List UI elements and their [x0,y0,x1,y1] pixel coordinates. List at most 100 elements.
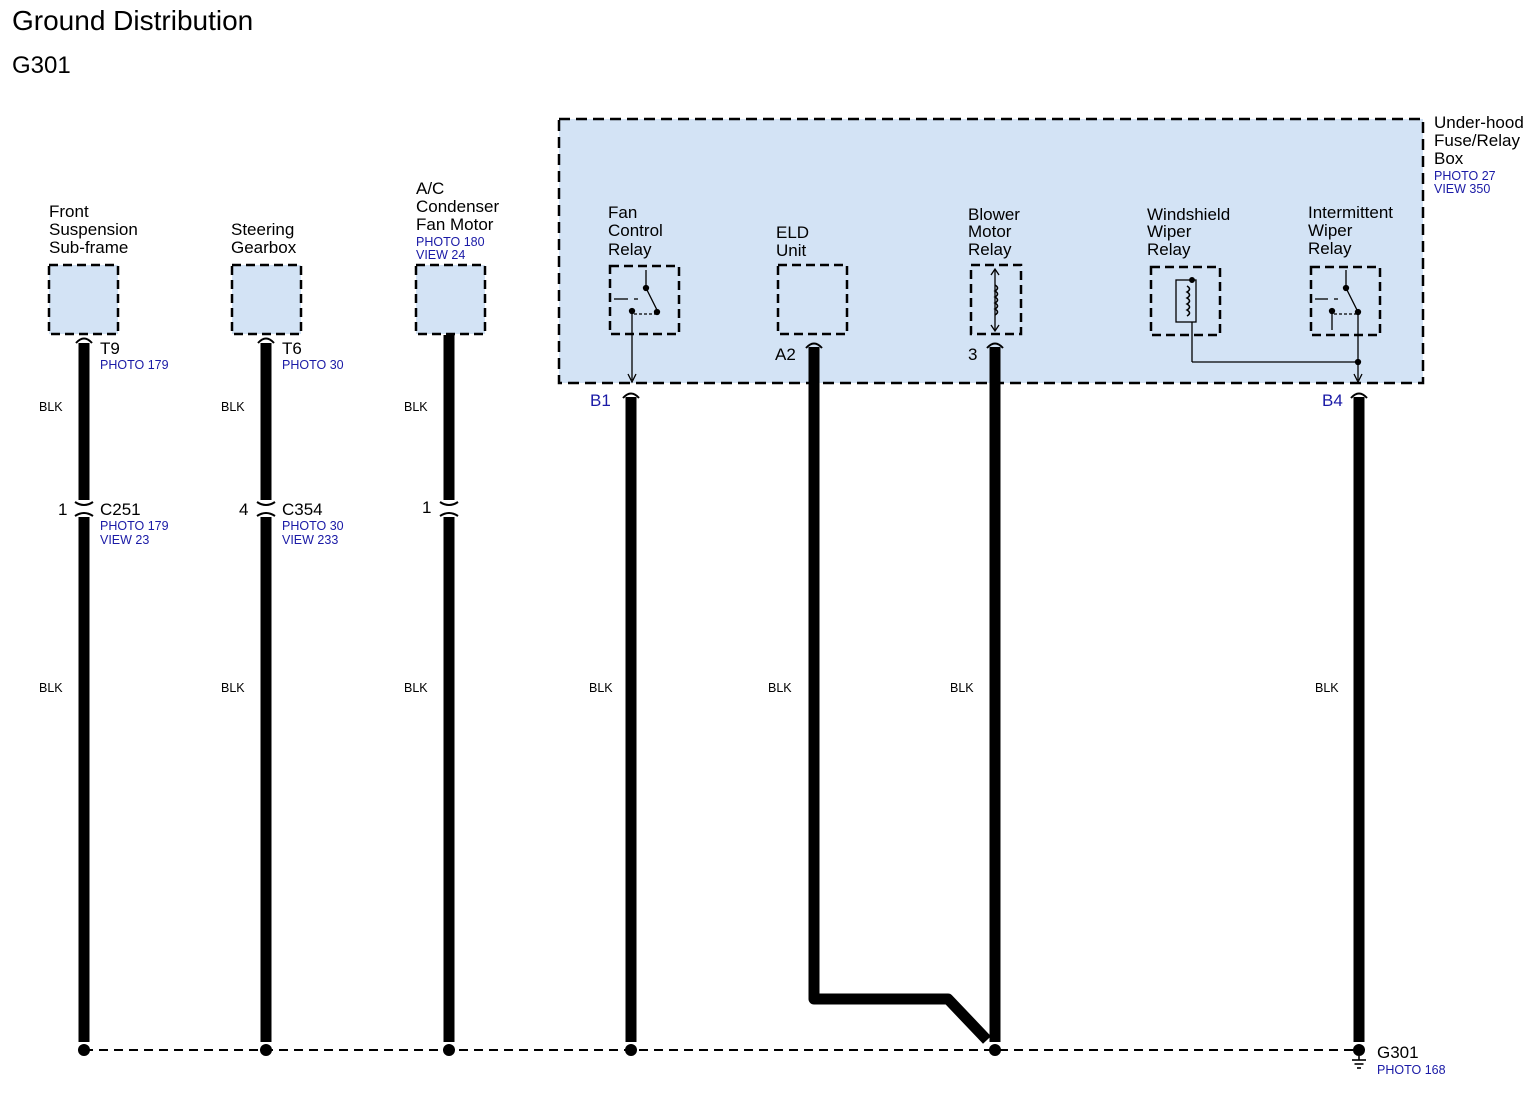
connector-label: C354 [282,500,323,519]
fuse-relay-box [557,117,1425,385]
intermittent-wiper-relay: Intermittent Wiper Relay B4 BLK [1308,203,1393,695]
fuse-box-label: Under-hood Fuse/Relay Box PHOTO 27 VIEW … [1434,113,1524,196]
component-name-line: Fan [608,203,637,222]
fan-control-relay: Fan Control Relay B1 BLK [589,203,681,695]
splice-point [443,1044,455,1056]
connector-symbol [439,501,459,517]
relay-switch-symbol [1315,270,1363,384]
terminal-cap [986,342,1004,349]
component-name-line: Blower [968,205,1020,224]
terminal-label: B4 [1322,391,1343,410]
page-subtitle: G301 [12,52,71,79]
wire-color-label: BLK [39,681,63,695]
component-box [776,263,849,336]
fuse-box-view-ref: VIEW 350 [1434,182,1490,196]
wire-color-label: BLK [404,400,428,414]
splice-point [78,1044,90,1056]
terminal-cap [805,342,823,349]
component-name-line: Windshield [1147,205,1230,224]
fuse-box-photo-ref: PHOTO 27 [1434,169,1496,183]
component-name-line: ELD [776,223,809,242]
wire-color-label: BLK [1315,681,1339,695]
wire-color-label: BLK [221,681,245,695]
relay-box [608,264,681,336]
connector-pin: 1 [58,500,67,519]
terminal-photo-ref: PHOTO 30 [282,358,344,372]
splice-point [625,1044,637,1056]
steering-gearbox: Steering Gearbox T6 PHOTO 30 BLK 4 C354 … [221,220,344,695]
connector-pin: 4 [239,500,248,519]
component-name-line: Condenser [416,197,500,216]
relay-coil-symbol [990,267,1000,333]
splice-point [989,1044,1001,1056]
terminal-label: B1 [590,391,611,410]
ground-photo-ref: PHOTO 168 [1377,1063,1446,1077]
connector-photo-ref: PHOTO 30 [282,519,344,533]
component-name-line: Wiper [1147,222,1192,241]
terminal-cap [622,392,640,399]
component-name-line: Sub-frame [49,238,128,257]
terminal-cap [75,337,93,344]
terminal-cap [257,337,275,344]
fuse-box-name-line: Under-hood [1434,113,1524,132]
component-view-ref: VIEW 24 [416,248,465,262]
ground-label: G301 [1377,1043,1419,1062]
connector-symbol [74,501,94,517]
component-name-line: Intermittent [1308,203,1393,222]
splice-point [260,1044,272,1056]
component-name-line: Control [608,221,663,240]
splice-points [78,1044,1365,1056]
terminal-label: A2 [775,345,796,364]
front-suspension-subframe: Front Suspension Sub-frame T9 PHOTO 179 … [39,202,169,695]
wire-color-label: BLK [39,400,63,414]
connector-view-ref: VIEW 23 [100,533,149,547]
component-box [47,263,120,336]
terminal-label: 3 [968,345,977,364]
relay-box [969,263,1023,336]
component-name-line: Relay [1308,239,1352,258]
windshield-wiper-relay: Windshield Wiper Relay [1147,205,1358,363]
component-name-line: Relay [968,240,1012,259]
relay-box [1149,265,1222,337]
component-name-line: Fan Motor [416,215,494,234]
component-name-line: Wiper [1308,221,1353,240]
component-name-line: Steering [231,220,294,239]
component-name-line: Relay [1147,240,1191,259]
terminal-label: T6 [282,339,302,358]
component-box [414,263,487,336]
ac-condenser-fan-motor: A/C Condenser Fan Motor PHOTO 180 VIEW 2… [404,179,500,695]
eld-unit: ELD Unit A2 BLK [768,223,849,695]
relay-coil-symbol [1175,277,1358,363]
wire-color-label: BLK [221,400,245,414]
component-name-line: Front [49,202,89,221]
terminal-cap [1350,392,1368,399]
connector-symbol [256,501,276,517]
component-name-line: Unit [776,241,807,260]
page-title: Ground Distribution [12,5,253,36]
terminal-caps [75,337,1368,399]
component-name-line: Gearbox [231,238,297,257]
fuse-box-name-line: Box [1434,149,1464,168]
component-name-line: Motor [968,222,1012,241]
wire-color-label: BLK [404,681,428,695]
connector-photo-ref: PHOTO 179 [100,519,169,533]
relay-switch-symbol [614,270,661,384]
connector-pin: 1 [422,498,431,517]
wires [78,335,1365,1044]
ground-symbol-icon [1352,1056,1366,1069]
wire-color-label: BLK [589,681,613,695]
wire-color-label: BLK [950,681,974,695]
fuse-box-name-line: Fuse/Relay [1434,131,1520,150]
wire-color-label: BLK [768,681,792,695]
component-photo-ref: PHOTO 180 [416,235,485,249]
splice-point [1353,1044,1365,1056]
component-box [230,263,303,336]
component-name-line: A/C [416,179,444,198]
component-name-line: Relay [608,240,652,259]
component-name-line: Suspension [49,220,138,239]
terminal-photo-ref: PHOTO 179 [100,358,169,372]
connector-view-ref: VIEW 233 [282,533,338,547]
blower-motor-relay: Blower Motor Relay 3 BLK [950,205,1023,695]
terminal-label: T9 [100,339,120,358]
